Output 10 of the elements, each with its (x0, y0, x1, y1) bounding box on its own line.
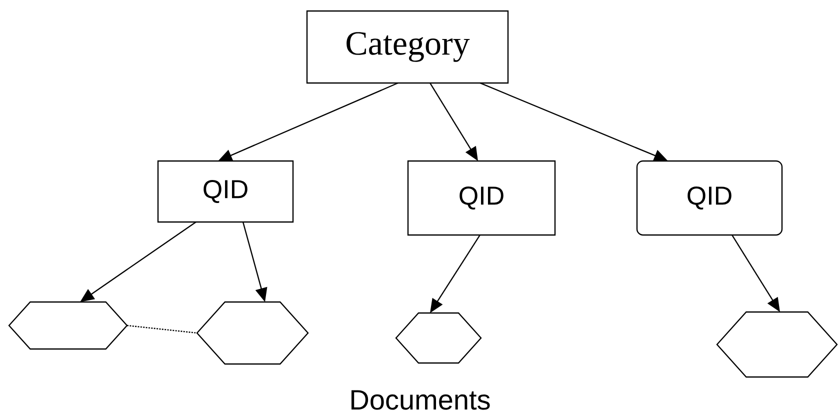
qid-box: QID (157, 160, 294, 223)
category-box: Category (306, 10, 509, 84)
document-hexagon (716, 311, 838, 378)
qid-box: QID (407, 160, 556, 236)
document-hexagon (395, 312, 482, 364)
document-hexagon (8, 301, 128, 350)
connector-line (126, 324, 198, 334)
document-hexagon (196, 301, 309, 365)
caption-label: Documents (352, 390, 490, 410)
qid-box: QID (636, 160, 783, 236)
